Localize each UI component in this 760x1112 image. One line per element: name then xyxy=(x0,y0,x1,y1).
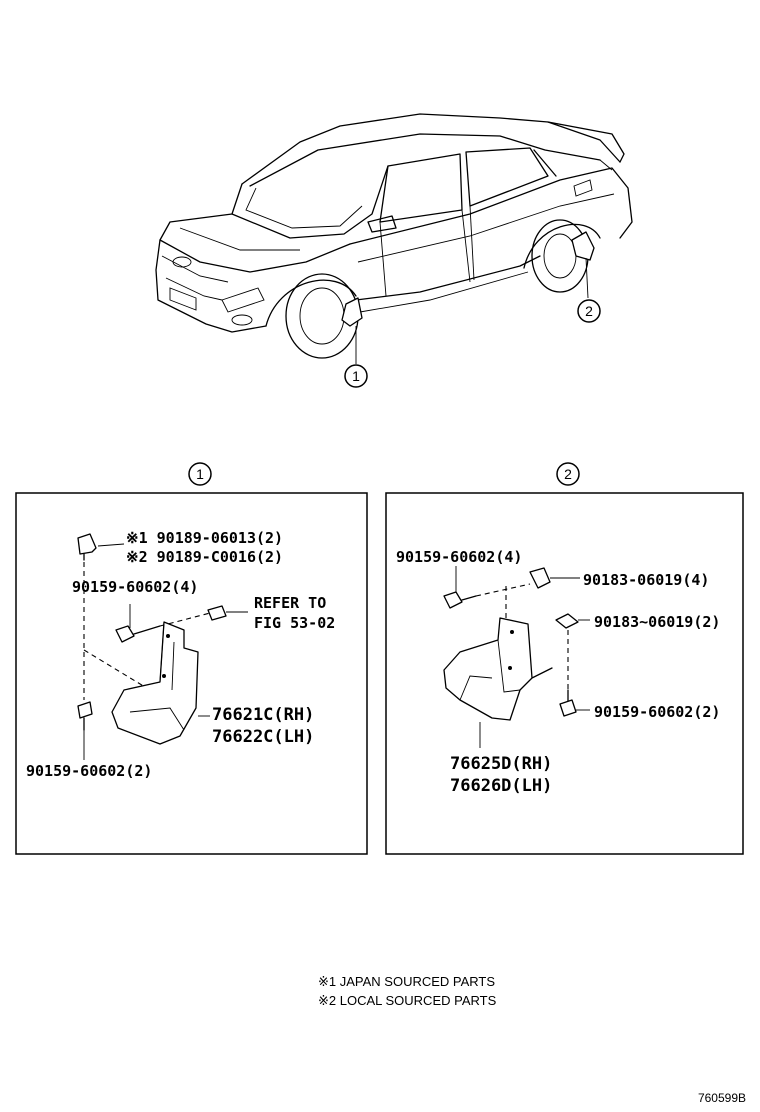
panel2-nut-b: 90183~06019(2) xyxy=(594,613,720,631)
panel-2-frame xyxy=(385,492,744,855)
panel1-clip-line1: ※1 90189-06013(2) xyxy=(126,529,283,547)
panel2-nut-a: 90183-06019(4) xyxy=(583,571,709,589)
panel1-bolt-bottom: 90159-60602(2) xyxy=(26,762,152,780)
panel2-bolt-top: 90159-60602(4) xyxy=(396,548,522,566)
panel1-part-rh: 76621C(RH) xyxy=(212,705,314,725)
panel2-part-lh: 76626D(LH) xyxy=(450,776,552,796)
svg-text:2: 2 xyxy=(564,466,572,482)
panel-1-title: 1 xyxy=(188,462,212,486)
panel1-clip-line2: ※2 90189-C0016(2) xyxy=(126,548,283,566)
svg-text:1: 1 xyxy=(352,368,360,384)
figure-id: 760599B xyxy=(698,1091,746,1105)
callout-front-mudguard: 1 xyxy=(344,364,368,388)
panel1-refer-line2: FIG 53-02 xyxy=(254,614,335,632)
panel1-refer-line1: REFER TO xyxy=(254,594,326,612)
svg-text:2: 2 xyxy=(585,303,593,319)
panel2-bolt-right: 90159-60602(2) xyxy=(594,703,720,721)
note-local-sourced: ※2 LOCAL SOURCED PARTS xyxy=(318,993,497,1008)
car-illustration xyxy=(155,113,633,364)
panel1-bolt-top: 90159-60602(4) xyxy=(72,578,198,596)
panel2-part-rh: 76625D(RH) xyxy=(450,754,552,774)
panel-1-frame xyxy=(15,492,368,855)
panel-2-title: 2 xyxy=(556,462,580,486)
panel-2-drawing xyxy=(443,566,590,748)
panel-1-drawing xyxy=(77,533,248,760)
svg-text:1: 1 xyxy=(196,466,204,482)
callout-rear-mudguard: 2 xyxy=(577,299,601,323)
note-japan-sourced: ※1 JAPAN SOURCED PARTS xyxy=(318,974,495,989)
panel1-part-lh: 76622C(LH) xyxy=(212,727,314,747)
